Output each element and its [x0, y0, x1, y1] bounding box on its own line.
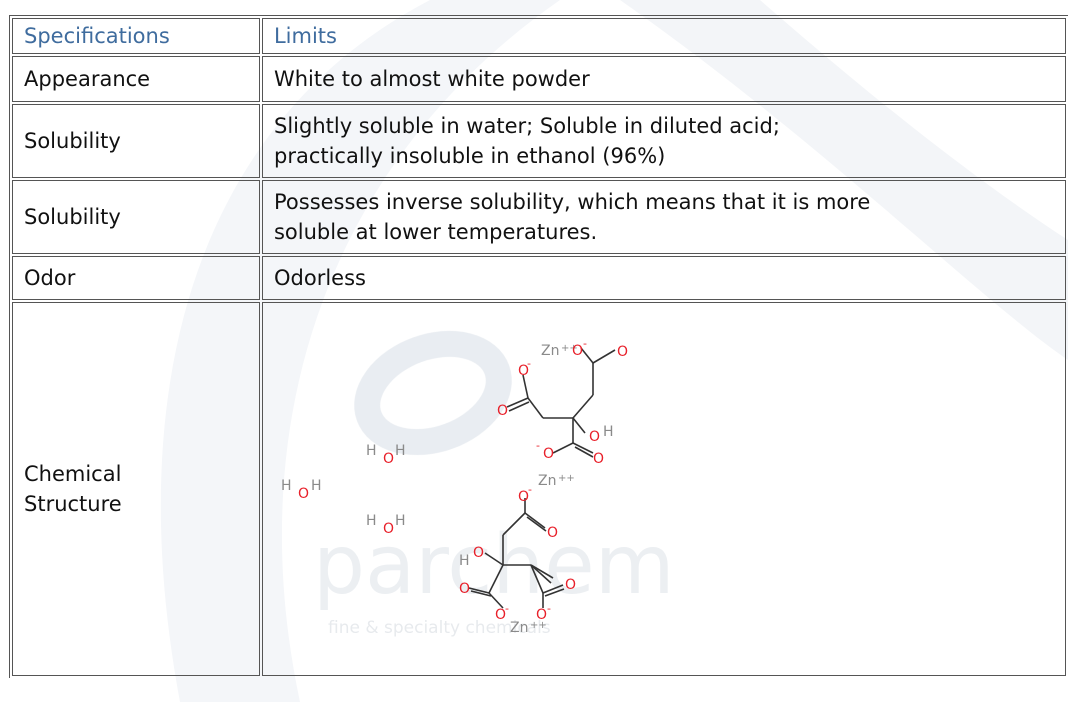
svg-text:++: ++ [561, 343, 578, 354]
table-row: Chemical Structure parchem fine & specia… [12, 302, 1066, 676]
svg-text:O: O [495, 607, 506, 623]
svg-text:-: - [505, 602, 509, 615]
chemical-structure-cell: parchem fine & specialty chemicals [261, 302, 1066, 676]
bonds-upper [506, 347, 616, 458]
atom-labels-lower: Zn ++ O - O O H O O O - O - Zn ++ [459, 473, 576, 636]
svg-text:O: O [547, 525, 558, 541]
svg-text:H: H [311, 478, 322, 494]
spec-cell: Appearance [12, 56, 260, 102]
spec-line: Chemical [24, 462, 122, 486]
svg-text:O: O [589, 429, 600, 445]
header-specifications: Specifications [12, 18, 260, 54]
watermark-logo: parchem fine & specialty chemicals [313, 330, 675, 638]
svg-text:O: O [572, 343, 583, 359]
specifications-table: Specifications Limits Appearance White t… [9, 15, 1068, 678]
svg-text:O: O [459, 581, 470, 597]
limit-line: Possesses inverse solubility, which mean… [273, 190, 871, 214]
svg-text:-: - [527, 357, 531, 370]
spec-cell: Odor [12, 256, 260, 300]
svg-text:O: O [536, 607, 547, 623]
svg-text:O: O [617, 344, 628, 360]
watermark-tagline: fine & specialty chemicals [328, 618, 551, 638]
water-molecules: H O H H O H H O H [281, 443, 406, 537]
svg-text:++: ++ [530, 620, 547, 631]
svg-text:H: H [395, 513, 406, 529]
spec-cell: Solubility [12, 104, 260, 178]
spec-line: Structure [24, 492, 122, 516]
header-limits: Limits [261, 18, 1066, 54]
table-row: Odor Odorless [12, 256, 1066, 300]
svg-text:H: H [366, 513, 377, 529]
limit-cell: Odorless [261, 256, 1066, 300]
svg-text:O: O [565, 577, 576, 593]
svg-text:-: - [583, 337, 587, 350]
limit-cell: Slightly soluble in water; Soluble in di… [261, 104, 1066, 178]
svg-text:O: O [543, 446, 554, 462]
svg-text:O: O [593, 451, 604, 467]
limit-line: practically insoluble in ethanol (96%) [273, 144, 666, 168]
table-row: Solubility Slightly soluble in water; So… [12, 104, 1066, 178]
svg-text:O: O [383, 451, 394, 467]
svg-text:++: ++ [558, 473, 575, 484]
atom-labels-upper: Zn ++ O - O O - O O H O - O [497, 337, 628, 467]
svg-text:H: H [395, 443, 406, 459]
svg-text:O: O [298, 486, 309, 502]
limit-line: Slightly soluble in water; Soluble in di… [273, 114, 780, 138]
spec-cell: Chemical Structure [12, 302, 260, 676]
limit-cell: White to almost white powder [261, 56, 1066, 102]
svg-text:H: H [281, 478, 292, 494]
svg-text:Zn: Zn [541, 343, 559, 359]
svg-text:-: - [528, 483, 532, 496]
svg-text:-: - [547, 602, 551, 615]
svg-text:H: H [366, 443, 377, 459]
svg-text:H: H [459, 553, 470, 569]
svg-text:O: O [473, 545, 484, 561]
chemical-structure-image: parchem fine & specialty chemicals [281, 330, 675, 638]
svg-text:O: O [518, 489, 529, 505]
spec-cell: Solubility [12, 180, 260, 254]
svg-text:Zn: Zn [510, 620, 528, 636]
svg-text:H: H [603, 424, 614, 440]
limit-cell: Possesses inverse solubility, which mean… [261, 180, 1066, 254]
svg-text:O: O [497, 403, 508, 419]
bonds-lower [468, 498, 565, 609]
limit-line: soluble at lower temperatures. [273, 220, 598, 244]
svg-text:O: O [518, 363, 529, 379]
table-header-row: Specifications Limits [12, 18, 1066, 54]
table-row: Solubility Possesses inverse solubility,… [12, 180, 1066, 254]
svg-text:Zn: Zn [538, 473, 556, 489]
table-row: Appearance White to almost white powder [12, 56, 1066, 102]
svg-text:O: O [383, 521, 394, 537]
svg-text:-: - [536, 439, 540, 452]
